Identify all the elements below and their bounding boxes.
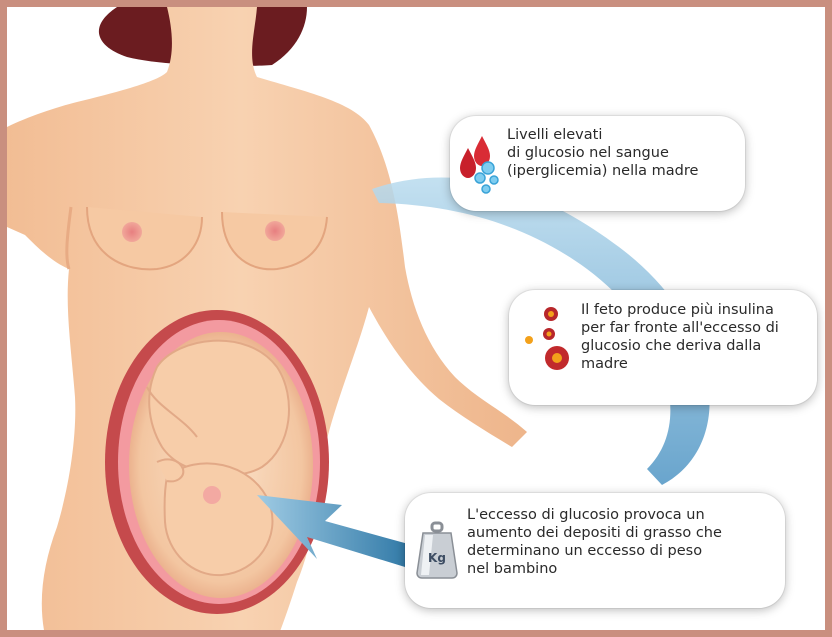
right-nipple: [265, 221, 285, 241]
blood-drops-glucose-icon: [458, 134, 504, 196]
insulin-dots-icon: [523, 304, 575, 376]
callout-hyperglycemia: Livelli elevati di glucosio nel sangue (…: [450, 116, 745, 211]
left-nipple: [122, 222, 142, 242]
callout-fetal-insulin: Il feto produce più insulina per far fro…: [509, 290, 817, 405]
callout-fetal-insulin-text: Il feto produce più insulina per far fro…: [581, 301, 779, 373]
kg-label: Kg: [428, 551, 446, 565]
callout-hyperglycemia-text: Livelli elevati di glucosio nel sangue (…: [507, 126, 698, 180]
fetus-cheek: [203, 486, 221, 504]
callout-fat-deposits: Kg L'eccesso di glucosio provoca un aume…: [405, 493, 785, 608]
callout-fat-deposits-text: L'eccesso di glucosio provoca un aumento…: [467, 506, 722, 578]
kg-weight-icon: Kg: [415, 521, 459, 579]
